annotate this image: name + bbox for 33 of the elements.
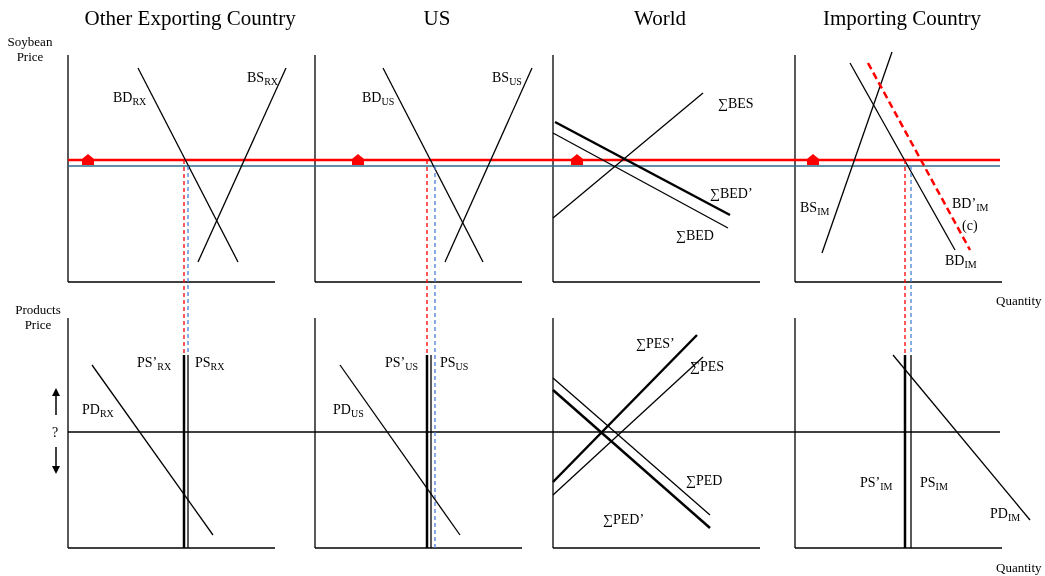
curve-label: PD$_{IM}$ (990, 506, 1021, 522)
curve-label: ∑PES (690, 359, 725, 375)
note-label: (c) (962, 218, 978, 234)
curve-label: PS’$_{IM}$ (860, 475, 893, 491)
curve-label: ∑BED (676, 228, 714, 244)
curve-label: ∑BES (718, 96, 754, 112)
curve-label: BD$_{US}$ (362, 90, 395, 106)
curve-label: PS$_{IM}$ (920, 475, 948, 491)
axis-label: Soybean Price (6, 34, 54, 64)
axis-label: Products Price (14, 302, 62, 332)
curve-label: BD$_{RX}$ (113, 90, 147, 106)
curve-label: BS$_{US}$ (492, 70, 522, 86)
curve-label: BS$_{RX}$ (247, 70, 279, 86)
axis-label: Quantity (996, 560, 1042, 575)
panel-title: US (423, 6, 451, 30)
curve-label: BD$_{IM}$ (945, 253, 977, 269)
curve-label: PS’$_{US}$ (385, 355, 419, 371)
curve-label: PS$_{RX}$ (195, 355, 225, 371)
panel-title: World (634, 6, 686, 30)
question-mark: ? (52, 425, 59, 441)
curve-label: PS’$_{RX}$ (137, 355, 172, 371)
curve-label: ∑PED (686, 473, 723, 489)
curve-label: PD$_{RX}$ (82, 402, 114, 418)
curve-label: BD’$_{IM}$ (952, 196, 989, 212)
curve-label: BS$_{IM}$ (800, 200, 830, 216)
curve-label: ∑PES’ (636, 336, 675, 352)
panel-title: Importing Country (823, 6, 982, 30)
curve-label: PD$_{US}$ (333, 402, 364, 418)
axis-label: Quantity (996, 293, 1042, 308)
curve-label: ∑PED’ (603, 512, 645, 528)
curve-label: PS$_{US}$ (440, 355, 469, 371)
curve-label: ∑BED’ (710, 186, 753, 202)
panel-title: Other Exporting Country (84, 6, 296, 30)
